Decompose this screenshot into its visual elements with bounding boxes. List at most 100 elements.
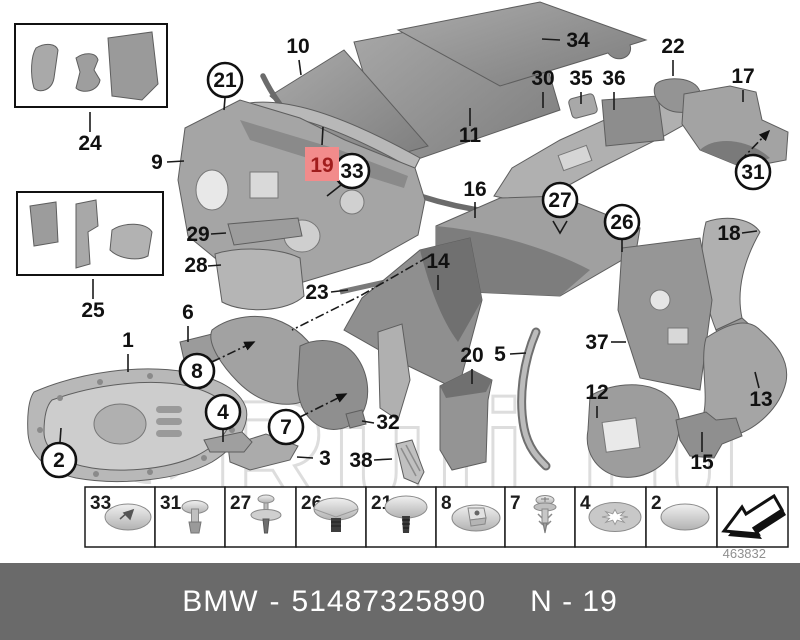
- callout-33-circled: 33: [333, 152, 371, 190]
- part-9-hole: [195, 169, 229, 211]
- callout-23: 23: [305, 281, 328, 304]
- part-37-hole: [649, 289, 671, 311]
- footer-separator: -: [269, 584, 281, 618]
- fastener-num-7: 7: [510, 493, 521, 514]
- footer-part-group: BMW - 51487325890: [182, 585, 486, 619]
- cover-cap-icon: [660, 503, 710, 531]
- callout-9: 9: [151, 151, 163, 174]
- part-1-vent: [156, 418, 182, 425]
- callout-27: 27: [548, 189, 571, 212]
- part-20-top: [440, 370, 492, 398]
- part-32-clip: [345, 409, 367, 429]
- part-14-side: [420, 238, 482, 342]
- push-pin-rivet-icon: [250, 494, 282, 534]
- part-37-panel: [617, 237, 713, 391]
- callout-1: 1: [122, 329, 134, 352]
- doc-number: 463832: [723, 546, 766, 561]
- callout-4: 4: [217, 401, 229, 424]
- part-36-pad: [601, 95, 665, 147]
- callout-36: 36: [602, 67, 625, 90]
- screw-expansion-rivet-icon: [533, 495, 557, 534]
- fastener-num-4: 4: [580, 493, 591, 514]
- part-34-roof-panel: [396, 1, 648, 87]
- callout-8: 8: [191, 360, 203, 383]
- footer-sheet-code: N - 19: [530, 584, 618, 618]
- callout-4-circled: 4: [204, 393, 242, 431]
- expansion-rivet-icon: [181, 500, 209, 534]
- part-1-vent: [156, 430, 182, 437]
- callout-14: 14: [426, 250, 450, 273]
- part-37-hole: [667, 327, 689, 345]
- fastener-num-33: 33: [90, 493, 111, 514]
- washer-square-nut-icon: [451, 504, 501, 532]
- footer-caption-bar: BMW - 51487325890 N - 19: [0, 563, 800, 640]
- part-38-ribs: [400, 444, 421, 477]
- callout-29: 29: [186, 223, 209, 246]
- part-shapes: [14, 1, 789, 485]
- sound-insulation-diagram: Ruli.ru: [14, 1, 789, 561]
- callout-2-circled: 2: [40, 441, 78, 479]
- callout-24: 24: [78, 132, 102, 155]
- callout-37: 37: [585, 331, 608, 354]
- part-15-bracket: [675, 411, 743, 459]
- callout-26-circled: 26: [603, 203, 641, 241]
- callout-15: 15: [690, 451, 714, 474]
- callout-18: 18: [717, 222, 741, 245]
- part-5-strip: [519, 329, 549, 469]
- callout-12: 12: [585, 381, 608, 404]
- part-4-shim: [203, 431, 253, 453]
- callout-26: 26: [610, 211, 633, 234]
- fastener-num-8: 8: [441, 493, 452, 514]
- continue-arrow-icon: [721, 493, 786, 539]
- callout-35: 35: [569, 67, 593, 90]
- callout-17: 17: [731, 65, 754, 88]
- callout-21: 21: [213, 69, 237, 92]
- part-24a: [31, 43, 59, 92]
- fastener-num-2: 2: [651, 493, 662, 514]
- footer-brand: BMW: [182, 584, 259, 618]
- cap-screw-icon: [384, 495, 428, 533]
- part-9-hole: [249, 171, 279, 199]
- callout-6: 6: [182, 301, 194, 324]
- part-28-insulation: [214, 248, 305, 311]
- part-24b: [75, 53, 101, 92]
- callout-7-circled: 7: [267, 408, 305, 446]
- part-25b: [75, 199, 99, 269]
- callout-28: 28: [184, 254, 208, 277]
- callout-33: 33: [340, 160, 363, 183]
- callout-3: 3: [319, 447, 331, 470]
- callout-11: 11: [459, 124, 482, 147]
- dome-cap-arrow-icon: [104, 503, 152, 531]
- callout-5: 5: [494, 343, 506, 366]
- callout-13: 13: [749, 388, 772, 411]
- callout-7: 7: [280, 416, 292, 439]
- part-35-block: [568, 93, 598, 119]
- leader-lines: [59, 38, 771, 461]
- callout-labels: 24 25 9 10 11 34 22 30 35 36 17 16 18 29…: [40, 29, 773, 479]
- callout-38: 38: [349, 449, 373, 472]
- part-12-window: [601, 417, 641, 453]
- callout-19-highlighted: 19: [305, 147, 339, 181]
- callout-2: 2: [53, 449, 65, 472]
- fastener-cell-31: [154, 486, 226, 548]
- callout-32: 32: [376, 411, 399, 434]
- part-24c: [107, 31, 159, 101]
- part-30-hole: [557, 144, 593, 172]
- fastener-num-27: 27: [230, 493, 251, 514]
- part-25c: [109, 223, 153, 260]
- callout-31-circled: 31: [734, 153, 772, 191]
- fastener-table: 33 31 27 26 21 8 7 4 2: [84, 486, 789, 548]
- callout-25: 25: [81, 299, 105, 322]
- callout-27-circled: 27: [541, 181, 579, 219]
- callout-34: 34: [566, 29, 590, 52]
- callout-31: 31: [741, 161, 765, 184]
- callout-16: 16: [463, 178, 486, 201]
- callout-22: 22: [661, 35, 684, 58]
- part-1-hole: [93, 403, 147, 445]
- callout-20: 20: [460, 344, 483, 367]
- part-1-vent: [156, 406, 182, 413]
- callout-30: 30: [531, 67, 554, 90]
- part-29-bracket: [227, 217, 303, 246]
- cap-ribbed-pin-icon: [313, 497, 359, 532]
